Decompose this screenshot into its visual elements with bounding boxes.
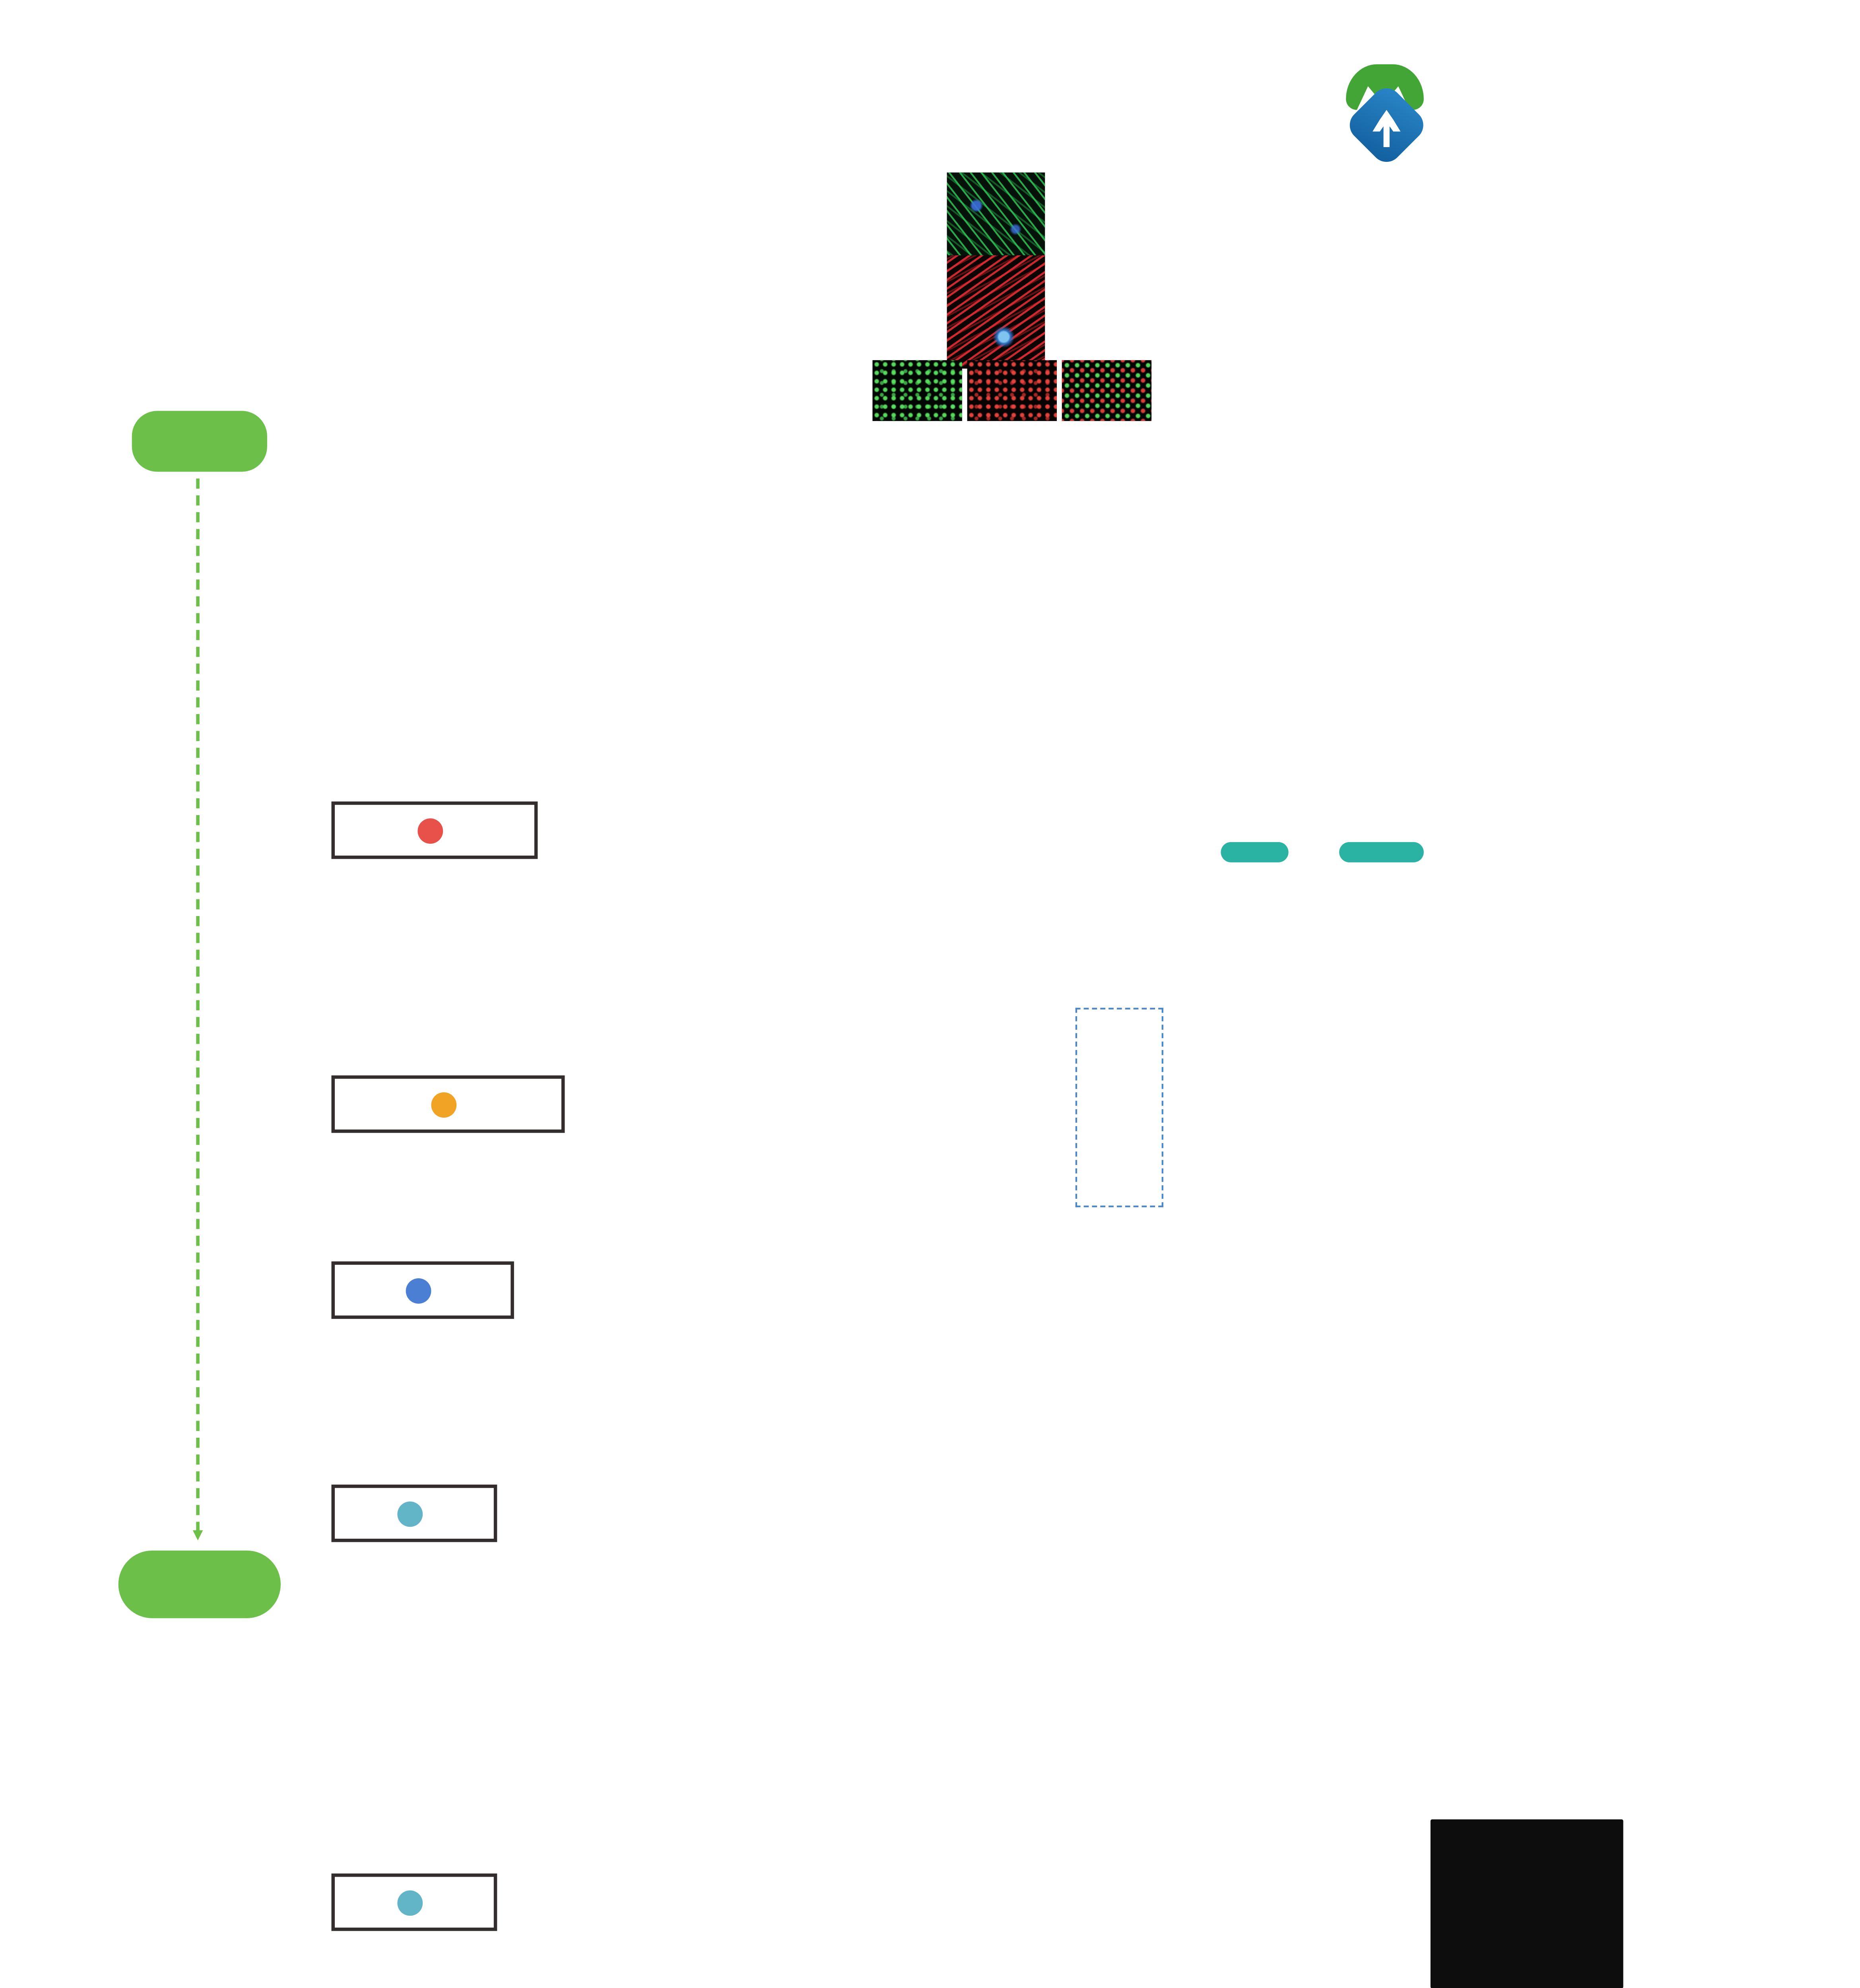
bradford-chart-header — [1339, 842, 1424, 862]
dead-cells-image — [967, 360, 1057, 421]
amyjet-logo-icon — [1341, 64, 1435, 169]
cell-to-wb-dashed-link — [196, 478, 200, 1532]
step-1-box — [331, 801, 538, 859]
step-2-number-badge — [430, 1091, 456, 1117]
cck8-line-chart — [1031, 470, 1281, 629]
protein-marker-ladder-image — [1075, 1008, 1163, 1208]
bradford-standard-curve-chart — [1326, 868, 1437, 973]
live-cells-image — [872, 360, 962, 421]
step-5-number-badge — [396, 1889, 422, 1915]
step-5-box — [331, 1873, 497, 1931]
odyssey-wb-blot-image — [1430, 1819, 1623, 1988]
step-4-box — [331, 1484, 497, 1542]
overlay-cells-image — [1062, 360, 1152, 421]
step-1-number-badge — [417, 817, 443, 843]
factin-green-microscopy-image — [947, 172, 1045, 267]
step-3-box — [331, 1261, 514, 1319]
step-4-number-badge — [396, 1501, 422, 1526]
step-2-box — [331, 1075, 565, 1133]
dashed-link-arrow — [192, 1530, 202, 1541]
root-node-cell — [132, 411, 267, 472]
step-3-number-badge — [405, 1277, 431, 1303]
bca-chart-header — [1221, 842, 1289, 862]
root-node-wb — [118, 1550, 281, 1618]
bca-standard-curve-chart — [1204, 868, 1316, 973]
factin-red-microscopy-image — [947, 255, 1045, 369]
